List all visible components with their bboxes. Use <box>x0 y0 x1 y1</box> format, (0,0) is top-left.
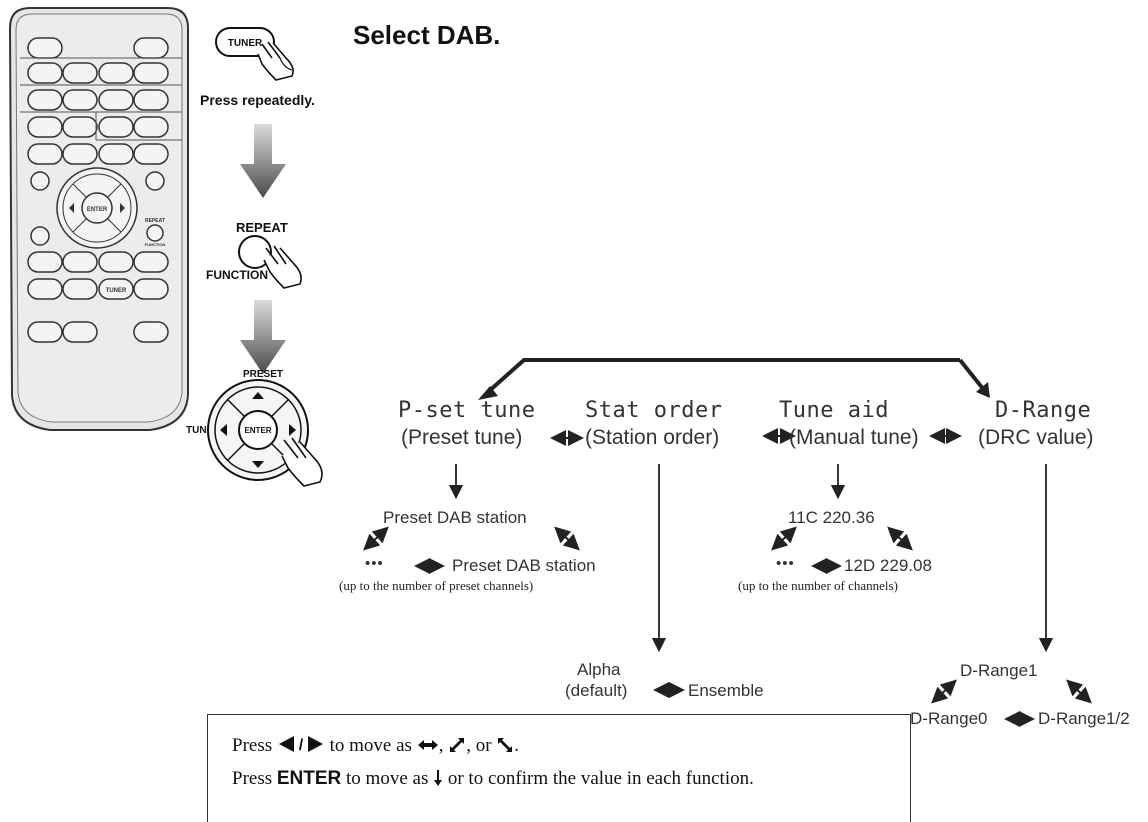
manual-item-right: 12D 229.08 <box>844 556 932 575</box>
hand-icon <box>281 437 323 487</box>
instructions-box: Press / to move as , , or . Press ENTER … <box>207 714 911 822</box>
repeat-button-illustration <box>238 235 302 289</box>
down-arrow-icon <box>252 461 264 468</box>
instruction-enter-key: ENTER <box>276 768 342 789</box>
function-display-preset: P-set tune <box>398 398 536 423</box>
station-order-ensemble: Ensemble <box>688 681 764 700</box>
function-desc-preset: (Preset tune) <box>401 426 523 449</box>
step-down-arrow <box>240 124 286 198</box>
station-order-alpha: Alpha <box>577 660 621 679</box>
dpad-illustration: ENTER <box>207 379 323 487</box>
double-arrow-icon <box>417 740 438 750</box>
down-arrow-icon <box>434 770 443 786</box>
remote-enter-label: ENTER <box>87 207 108 213</box>
preset-item-top: Preset DAB station <box>383 508 527 527</box>
remote-control: ENTER REPEAT FUNCTION TUNER <box>8 7 189 431</box>
function-display-manual: Tune aid <box>779 398 889 423</box>
drc-item-top: D-Range1 <box>960 661 1038 680</box>
preset-label: PRESET <box>243 369 284 380</box>
left-arrow-icon <box>220 424 227 436</box>
remote-repeat-label: REPEAT <box>145 218 165 224</box>
up-arrow-icon <box>252 392 264 399</box>
instruction-or: , or <box>466 735 492 756</box>
step-down-arrow <box>240 300 286 374</box>
preset-item-right: Preset DAB station <box>452 556 596 575</box>
function-desc-station-order: (Station order) <box>585 426 720 449</box>
diagonal-arrow-up-icon <box>450 738 465 752</box>
press-repeatedly-label: Press repeatedly. <box>200 92 315 108</box>
function-display-station-order: Stat order <box>585 398 723 423</box>
repeat-label: REPEAT <box>236 220 288 235</box>
preset-item-dots: ••• <box>365 555 384 572</box>
manual-note: (up to the number of channels) <box>738 578 898 593</box>
dpad-enter-label: ENTER <box>244 426 271 435</box>
step-title: Select DAB. <box>353 20 501 50</box>
instruction-press-2: Press <box>232 768 273 789</box>
function-label: FUNCTION <box>206 268 268 282</box>
remote-function-label: FUNCTION <box>145 242 166 247</box>
tune-label: TUNE <box>186 425 214 436</box>
instruction-move-1: to move as <box>329 735 412 756</box>
preset-note: (up to the number of preset channels) <box>339 578 534 593</box>
instruction-press-1: Press <box>232 735 273 756</box>
drc-item-right: D-Range1/2 <box>1038 709 1130 728</box>
instruction-line-1: Press / to move as , , or . <box>232 735 520 756</box>
hand-icon <box>263 245 302 289</box>
tuner-key-label: TUNER <box>228 38 263 49</box>
right-arrow-icon <box>289 424 296 436</box>
manual-item-top: 11C 220.36 <box>788 508 875 527</box>
instruction-move-2: to move as <box>346 768 429 789</box>
manual-item-dots: ••• <box>776 555 795 572</box>
remote-tuner-label: TUNER <box>106 288 127 294</box>
tuner-key-illustration: TUNER <box>215 27 294 81</box>
function-desc-manual: (Manual tune) <box>789 426 919 449</box>
hand-icon <box>257 41 294 81</box>
function-display-drc: D-Range <box>995 398 1092 423</box>
instruction-line-2: Press ENTER to move as or to confirm the… <box>232 768 754 790</box>
left-right-arrows-icon: / <box>278 736 323 754</box>
drc-item-left: D-Range0 <box>910 709 988 728</box>
instruction-confirm: or to confirm the value in each function… <box>447 768 754 789</box>
station-order-default: (default) <box>565 681 628 700</box>
diagonal-arrow-down-icon <box>498 738 513 752</box>
function-desc-drc: (DRC value) <box>978 426 1094 449</box>
svg-text:/: / <box>299 737 304 753</box>
